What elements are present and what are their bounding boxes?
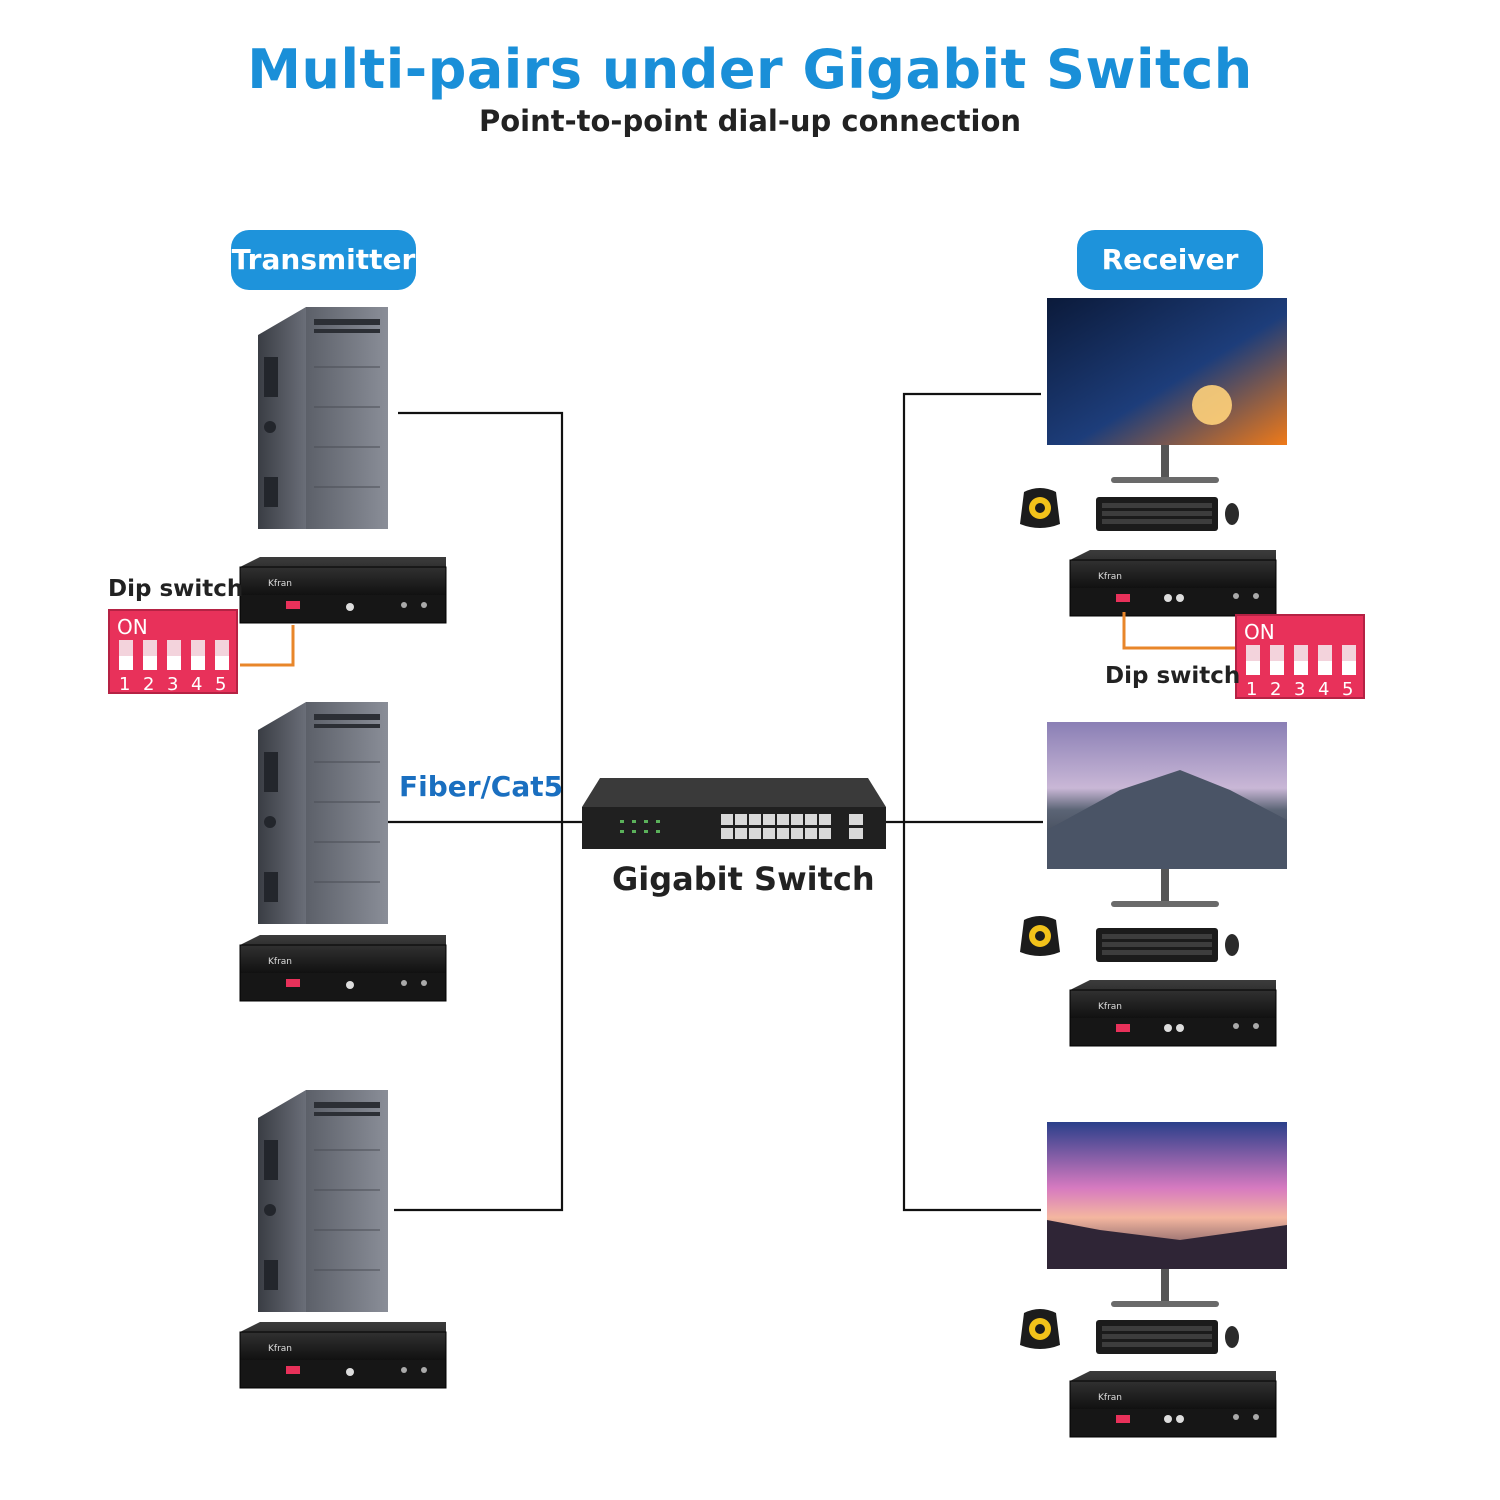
tx-wiring <box>388 411 582 1212</box>
tx-dip-switch-label: Dip switch <box>108 576 244 602</box>
tx-dip-switch: ON 1 2 3 4 5 <box>108 609 238 695</box>
brand-label: Kfran <box>1098 1002 1122 1012</box>
brand-label: Kfran <box>268 1344 292 1354</box>
tx-dip-pos-3: 3 <box>167 674 178 695</box>
rx-dip-switch-label: Dip switch <box>1105 663 1241 689</box>
rx-dip-connector <box>1122 612 1236 650</box>
receiver-keyboard-1 <box>1096 497 1239 531</box>
diagram-title: Multi-pairs under Gigabit Switch <box>247 38 1253 101</box>
receiver-box-2 <box>1069 979 1277 1047</box>
transmitter-box-3 <box>239 1321 447 1389</box>
rx-dip-pos-2: 2 <box>1270 679 1281 700</box>
tx-dip-pos-2: 2 <box>143 674 154 695</box>
rx-dip-pos-4: 4 <box>1318 679 1329 700</box>
receiver-monitor-1 <box>1047 298 1287 483</box>
tx-dip-pos-5: 5 <box>215 674 226 695</box>
receiver-speaker-1 <box>1020 488 1060 528</box>
tx-dip-pos-1: 1 <box>119 674 130 695</box>
receiver-box-3 <box>1069 1370 1277 1438</box>
rx-dip-pos-1: 1 <box>1246 679 1257 700</box>
receiver-monitor-2 <box>1047 722 1287 907</box>
receiver-box-1 <box>1069 549 1277 617</box>
receiver-badge: Receiver <box>1077 230 1263 290</box>
rx-dip-on-text: ON <box>1244 620 1275 644</box>
brand-label: Kfran <box>268 957 292 967</box>
receiver-speaker-3 <box>1020 1309 1060 1349</box>
brand-label: Kfran <box>1098 1393 1122 1403</box>
cable-label: Fiber/Cat5 <box>399 770 564 803</box>
transmitter-pc-3 <box>257 1089 389 1313</box>
receiver-keyboard-3 <box>1096 1320 1239 1354</box>
receiver-keyboard-2 <box>1096 928 1239 962</box>
tx-dip-pos-4: 4 <box>191 674 202 695</box>
rx-dip-pos-3: 3 <box>1294 679 1305 700</box>
transmitter-box-2 <box>239 934 447 1002</box>
brand-label: Kfran <box>1098 572 1122 582</box>
tx-dip-connector <box>240 625 295 667</box>
transmitter-box-1 <box>239 556 447 624</box>
tx-dip-on-text: ON <box>117 615 148 639</box>
rx-wiring <box>886 392 1043 1212</box>
gigabit-switch <box>582 778 886 849</box>
transmitter-pc-1 <box>257 306 389 530</box>
brand-label: Kfran <box>268 579 292 589</box>
transmitter-badge: Transmitter <box>231 230 416 290</box>
receiver-speaker-2 <box>1020 916 1060 956</box>
switch-label: Gigabit Switch <box>612 860 875 898</box>
diagram-subtitle: Point-to-point dial-up connection <box>478 104 1022 138</box>
rx-dip-pos-5: 5 <box>1342 679 1353 700</box>
receiver-monitor-3 <box>1047 1122 1287 1307</box>
transmitter-pc-2 <box>257 701 389 925</box>
rx-dip-switch: ON 1 2 3 4 5 <box>1235 614 1365 700</box>
